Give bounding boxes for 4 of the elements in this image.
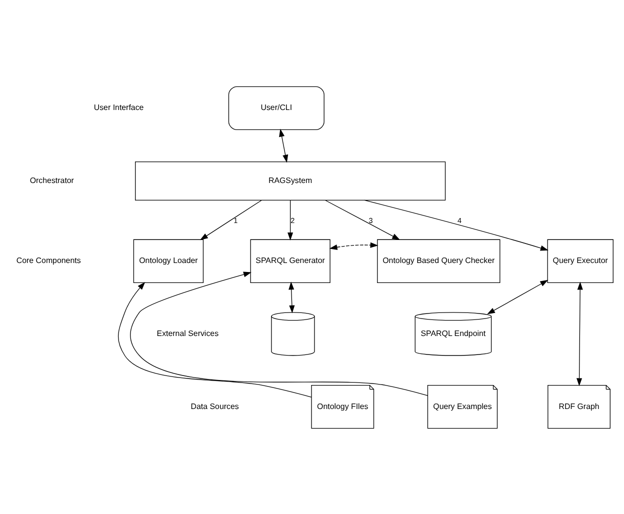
- edge-label: 2: [290, 215, 295, 224]
- edge-label: 3: [368, 215, 373, 224]
- edge-label: 1: [234, 215, 238, 224]
- edge-label: 4: [457, 215, 462, 224]
